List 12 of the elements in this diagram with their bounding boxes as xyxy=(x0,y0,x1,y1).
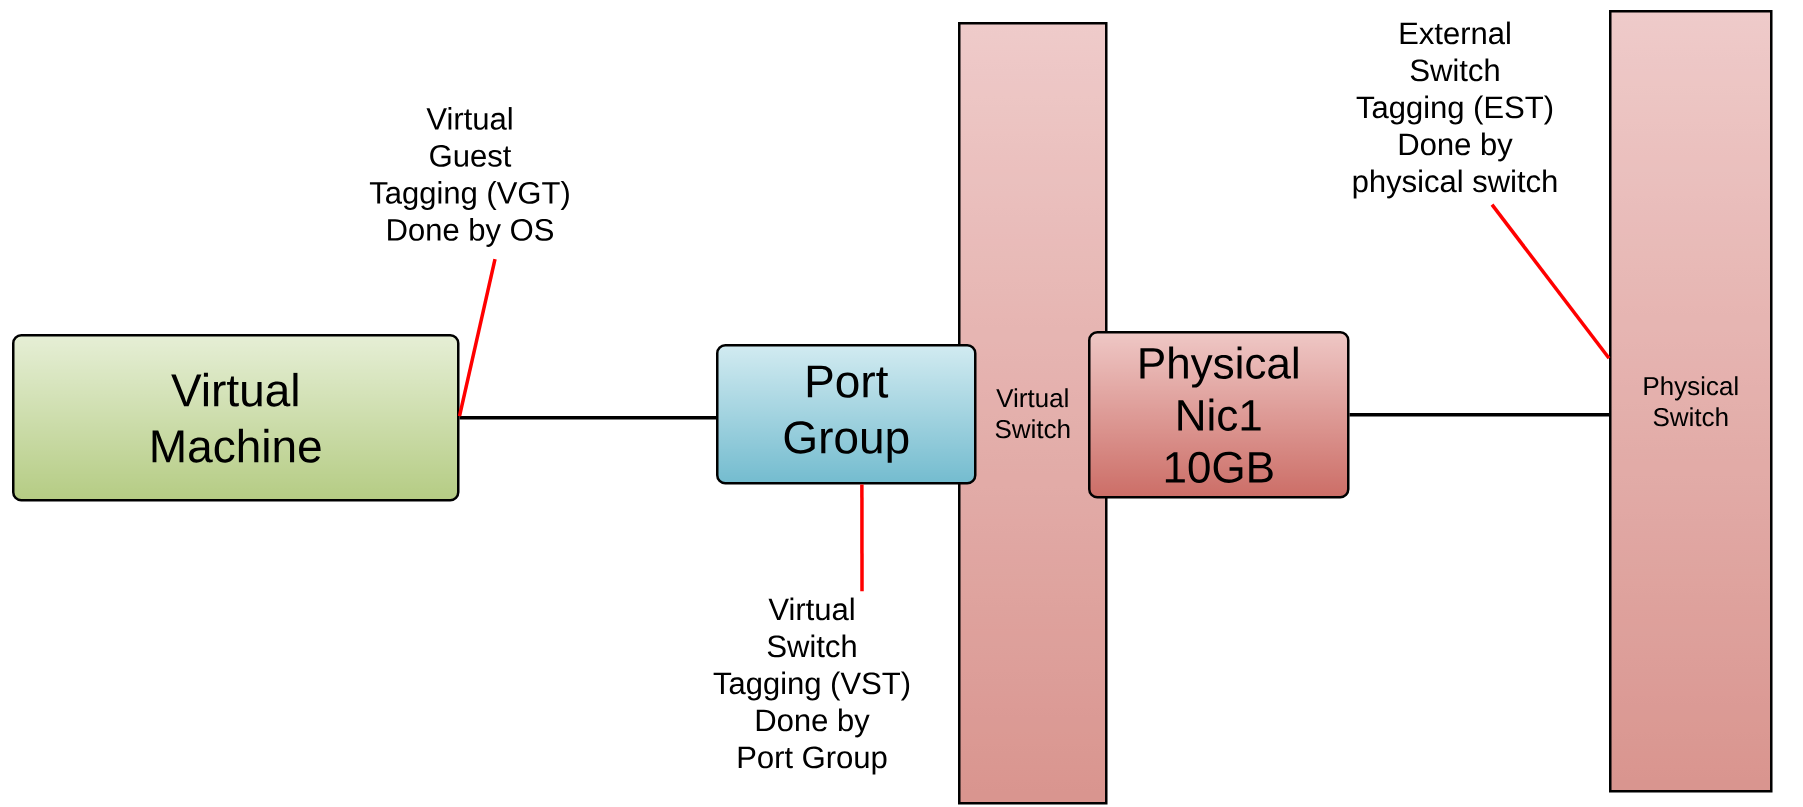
component-box: Virtual Machine xyxy=(12,334,460,502)
annotation-text: External Switch Tagging (EST) Done by physical switch xyxy=(1353,21,1557,199)
leader-line xyxy=(1490,203,1611,360)
annotation-text: Virtual Switch Tagging (VST) Done by Port Group xyxy=(713,597,910,775)
annotation-text: Virtual Guest Tagging (VGT) Done by OS xyxy=(369,107,569,247)
connector-line xyxy=(459,416,716,420)
switch-bar: Physical Switch xyxy=(1609,10,1773,793)
connector-line xyxy=(1349,413,1609,417)
leader-line xyxy=(860,484,864,592)
component-box: Port Group xyxy=(716,344,977,485)
leader-line xyxy=(457,258,497,417)
component-box: Physical Nic1 10GB xyxy=(1088,331,1350,499)
